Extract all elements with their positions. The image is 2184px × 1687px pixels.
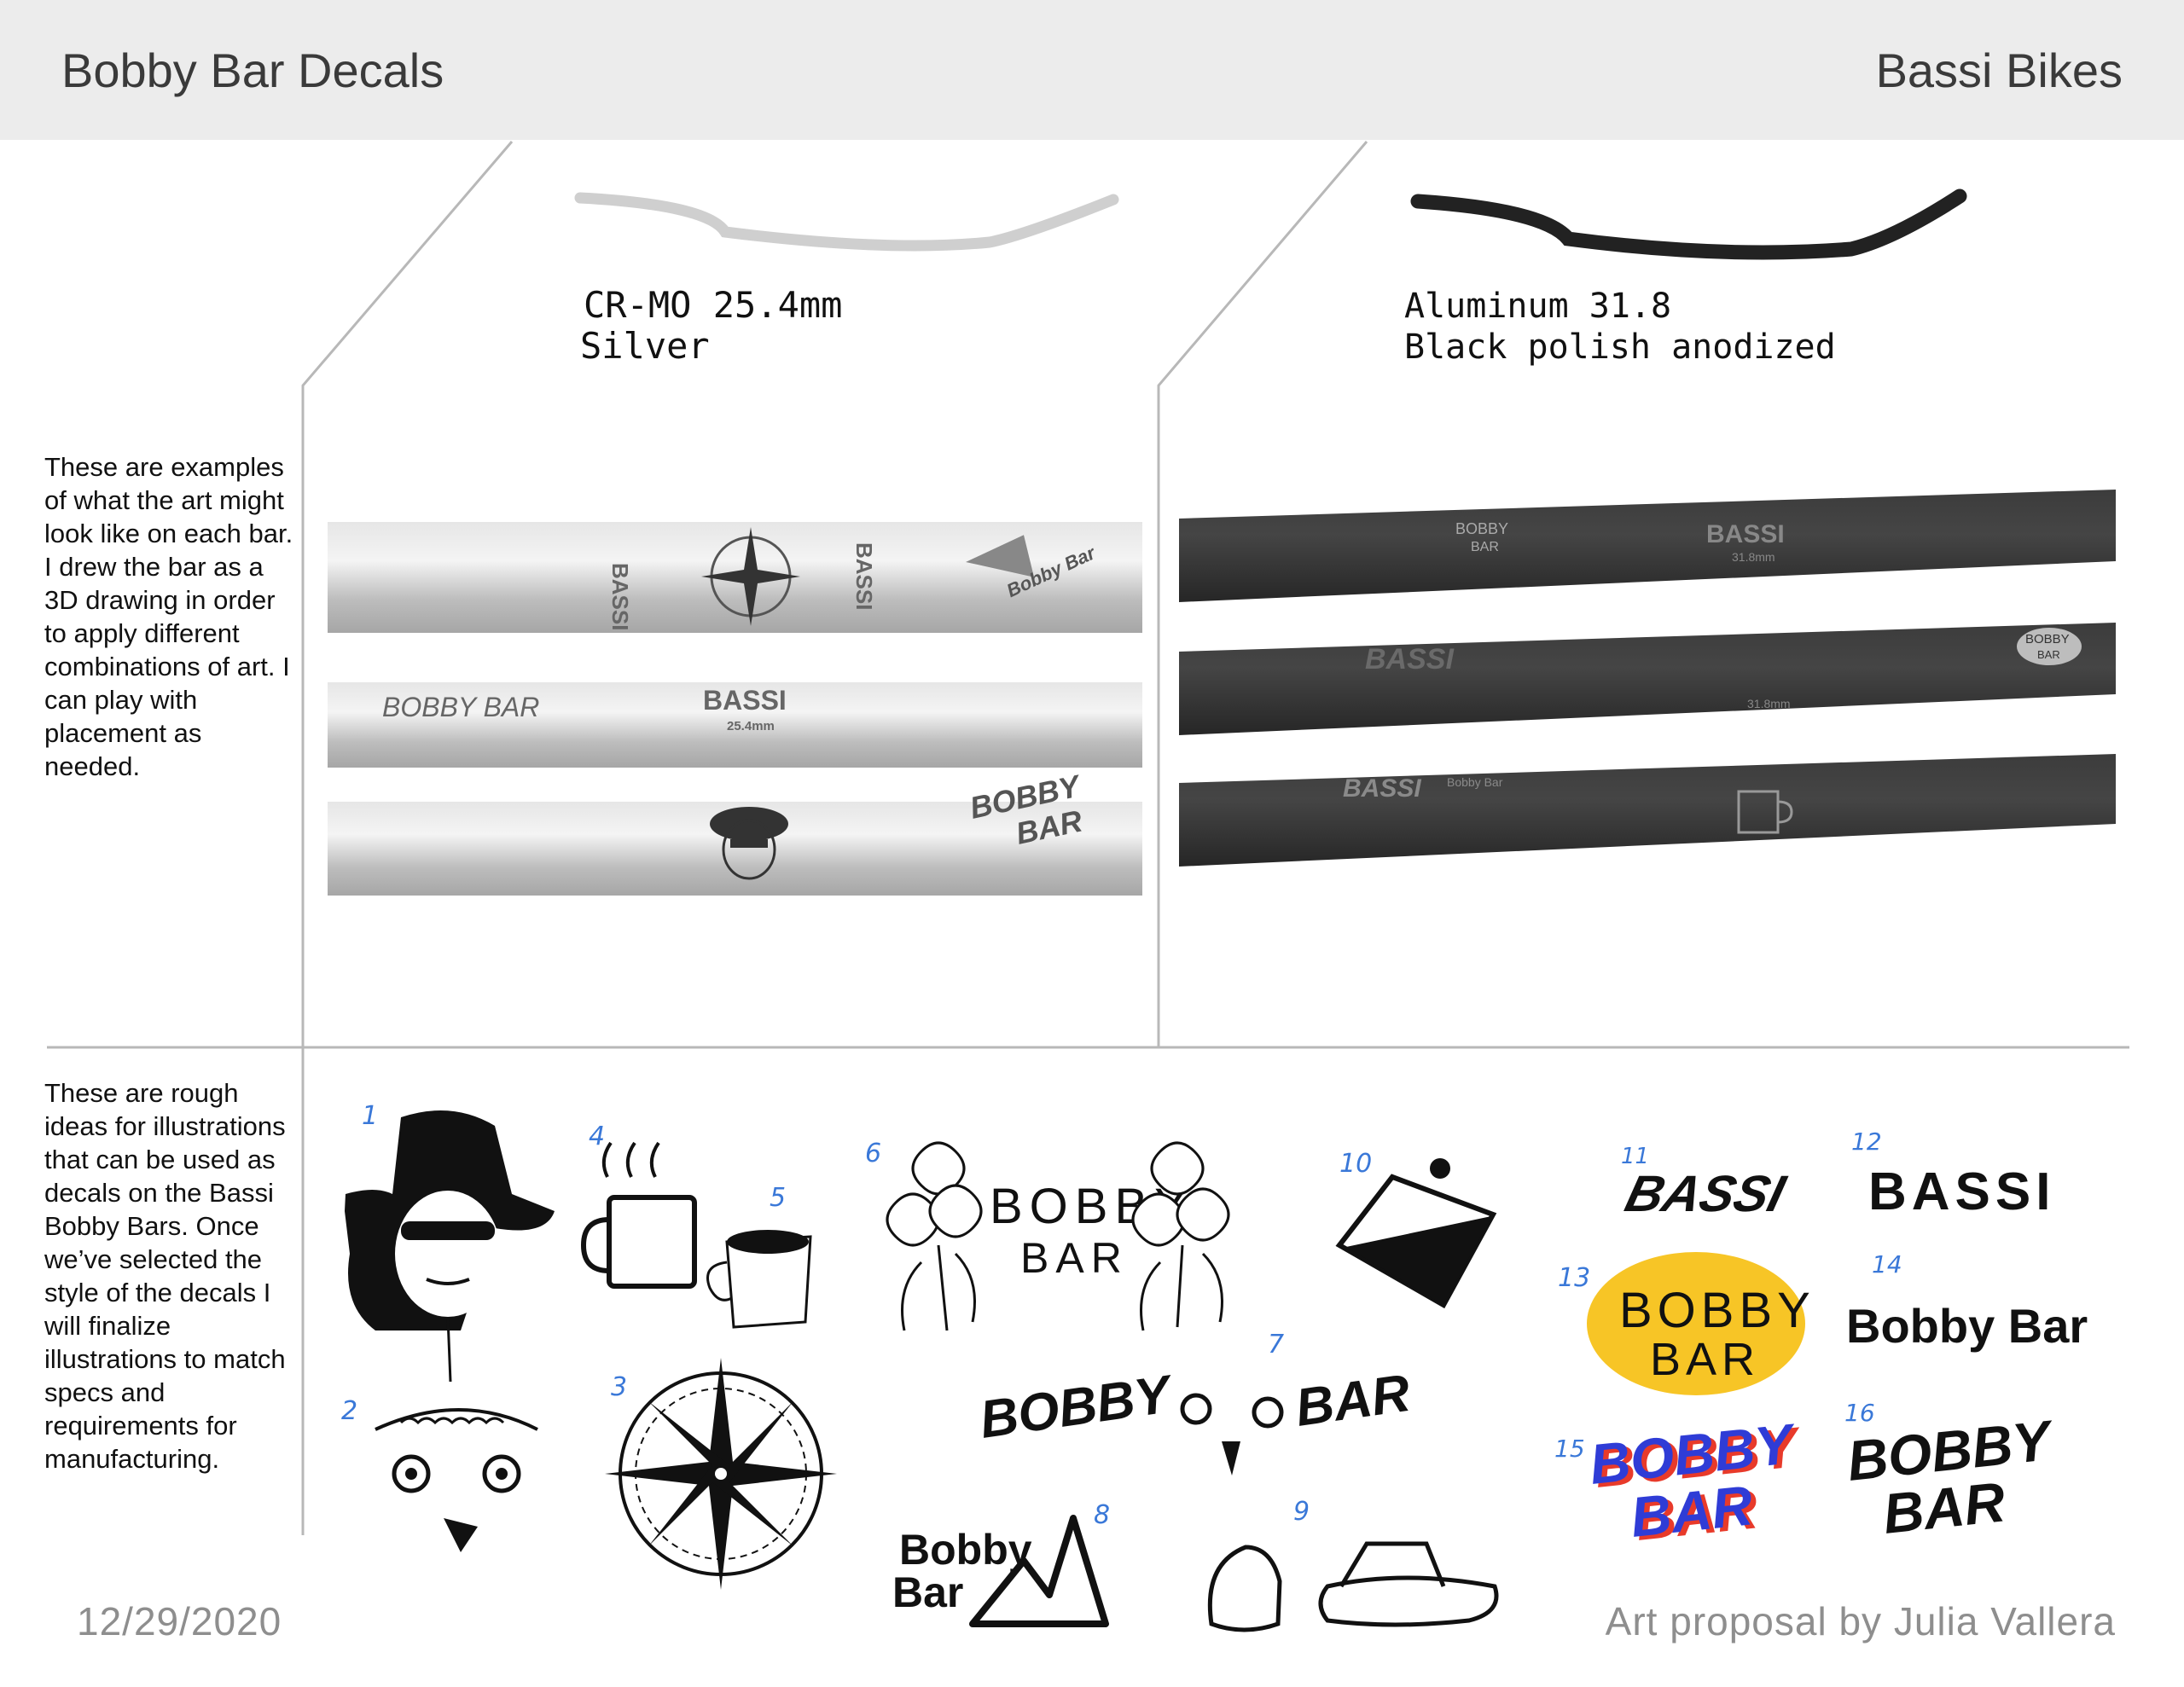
panel-dividers bbox=[47, 141, 2129, 1535]
decal7-bobby: BOBBY bbox=[976, 1365, 1178, 1450]
ideas-paragraph: These are rough ideas for illustrations … bbox=[44, 1078, 286, 1474]
number-6: 6 bbox=[865, 1139, 881, 1168]
bar4-bobby: BOBBY bbox=[1455, 520, 1508, 537]
bar6-bassi: BASSI bbox=[1343, 774, 1421, 803]
bar2-bassi: BASSI bbox=[703, 685, 787, 716]
decal13-bobby: BOBBY bbox=[1619, 1283, 1815, 1338]
bar5-bassi: BASSI bbox=[1365, 643, 1455, 675]
number-16: 16 bbox=[1844, 1399, 1875, 1427]
bobby-owl-bar-logo: BOBBY BAR bbox=[976, 1364, 1414, 1475]
number-3: 3 bbox=[611, 1372, 627, 1402]
decal12-bassi: BASSI bbox=[1868, 1162, 2055, 1221]
flower-left-icon bbox=[886, 1141, 983, 1331]
number-4: 4 bbox=[589, 1122, 605, 1151]
svg-text:BAR: BAR bbox=[1633, 1476, 1761, 1552]
decal15-colored-logo: BOBBY BOBBY BAR BAR bbox=[1587, 1412, 1805, 1552]
header-bar: Bobby Bar Decals Bassi Bikes bbox=[0, 0, 2184, 140]
intro-paragraph: These are examples of what the art might… bbox=[44, 452, 293, 781]
number-5: 5 bbox=[770, 1183, 786, 1213]
bar6-bobby-bar: Bobby Bar bbox=[1447, 775, 1503, 789]
decal7-bar: BAR bbox=[1292, 1364, 1414, 1438]
bar4-size: 31.8mm bbox=[1732, 550, 1775, 564]
bar5-badge-bar: BAR bbox=[2037, 648, 2060, 661]
black-bar-3 bbox=[1179, 754, 2116, 867]
bar1-compass-icon bbox=[701, 527, 800, 626]
compass-rose-icon bbox=[605, 1358, 837, 1590]
number-10: 10 bbox=[1339, 1149, 1372, 1179]
decal6-bar: BAR bbox=[1020, 1234, 1129, 1282]
number-8: 8 bbox=[1094, 1500, 1110, 1530]
black-bar-1 bbox=[1179, 490, 2116, 602]
bar1-bassi-left: BASSI bbox=[607, 563, 633, 630]
mug-icon bbox=[580, 1141, 697, 1289]
decal8-bar: Bar bbox=[892, 1568, 963, 1616]
owl-face-icon bbox=[375, 1408, 538, 1552]
number-12: 12 bbox=[1851, 1128, 1882, 1156]
decal8-bobby: Bobby bbox=[899, 1526, 1032, 1574]
bobby-bar-mountain-logo: Bobby Bar bbox=[892, 1515, 1109, 1627]
number-7: 7 bbox=[1268, 1330, 1284, 1359]
silver-bar-spec: CR-MO 25.4mm bbox=[584, 284, 842, 326]
decal13-bar: BAR bbox=[1650, 1334, 1760, 1385]
decal-numbers: 1 2 3 4 5 6 7 8 9 10 11 12 13 14 15 16 bbox=[341, 1101, 1902, 1530]
black-bar-2 bbox=[1179, 623, 2116, 735]
silver-bar-profile bbox=[574, 192, 1119, 252]
bar4-bassi: BASSI bbox=[1706, 520, 1785, 548]
number-2: 2 bbox=[341, 1396, 357, 1426]
black-bar-finish: Black polish anodized bbox=[1404, 328, 1836, 367]
silver-bar-2 bbox=[328, 682, 1142, 768]
number-15: 15 bbox=[1554, 1435, 1585, 1463]
bar2-bobby-bar-script: BOBBY BAR bbox=[382, 692, 539, 722]
tent-icon bbox=[1335, 1158, 1497, 1309]
black-bar-spec: Aluminum 31.8 bbox=[1404, 287, 1671, 326]
bar4-bar: BAR bbox=[1471, 540, 1499, 554]
decal13-badge bbox=[1587, 1252, 1805, 1395]
number-9: 9 bbox=[1293, 1497, 1310, 1527]
footer-credit: Art proposal by Julia Vallera bbox=[1605, 1599, 2116, 1644]
brand-name: Bassi Bikes bbox=[1875, 43, 2123, 97]
decal14-bobby-bar: Bobby Bar bbox=[1846, 1299, 2088, 1353]
decal16-bar: BAR bbox=[1880, 1470, 2008, 1545]
silver-bar-finish: Silver bbox=[580, 325, 710, 367]
black-bar-mockups: BOBBY BAR BASSI 31.8mm BASSI 31.8mm BOBB… bbox=[1179, 490, 2116, 867]
flower-right-icon bbox=[1131, 1141, 1230, 1331]
number-1: 1 bbox=[362, 1101, 378, 1131]
silver-bar-mockups: BASSI BASSI Bobby Bar BOBBY BAR BASSI 25… bbox=[328, 522, 1142, 896]
bar3-face-icon bbox=[710, 807, 788, 880]
number-14: 14 bbox=[1872, 1250, 1902, 1278]
mountain-icon bbox=[969, 1515, 1109, 1627]
footer-date: 12/29/2020 bbox=[77, 1599, 282, 1644]
decal11-bassi: BASSI bbox=[1620, 1165, 1792, 1222]
decal15-bar: BAR bbox=[1628, 1473, 1756, 1549]
black-bar-profile bbox=[1410, 188, 1967, 260]
bar5-badge bbox=[2017, 628, 2082, 665]
bar5-badge-bobby: BOBBY bbox=[2025, 632, 2070, 646]
bar2-size: 25.4mm bbox=[727, 719, 775, 733]
page-title: Bobby Bar Decals bbox=[61, 43, 444, 97]
bar1-bassi-right: BASSI bbox=[851, 542, 877, 610]
bobby-bar-flowers-logo: BOBBY BAR bbox=[886, 1141, 1230, 1331]
bar5-size: 31.8mm bbox=[1747, 697, 1791, 710]
number-13: 13 bbox=[1558, 1263, 1590, 1293]
number-11: 11 bbox=[1621, 1144, 1649, 1169]
bar6-mug-icon bbox=[1737, 790, 1793, 834]
face-hat-icon bbox=[345, 1110, 555, 1383]
sandals-icon bbox=[1207, 1541, 1499, 1632]
cup-icon bbox=[706, 1230, 812, 1329]
